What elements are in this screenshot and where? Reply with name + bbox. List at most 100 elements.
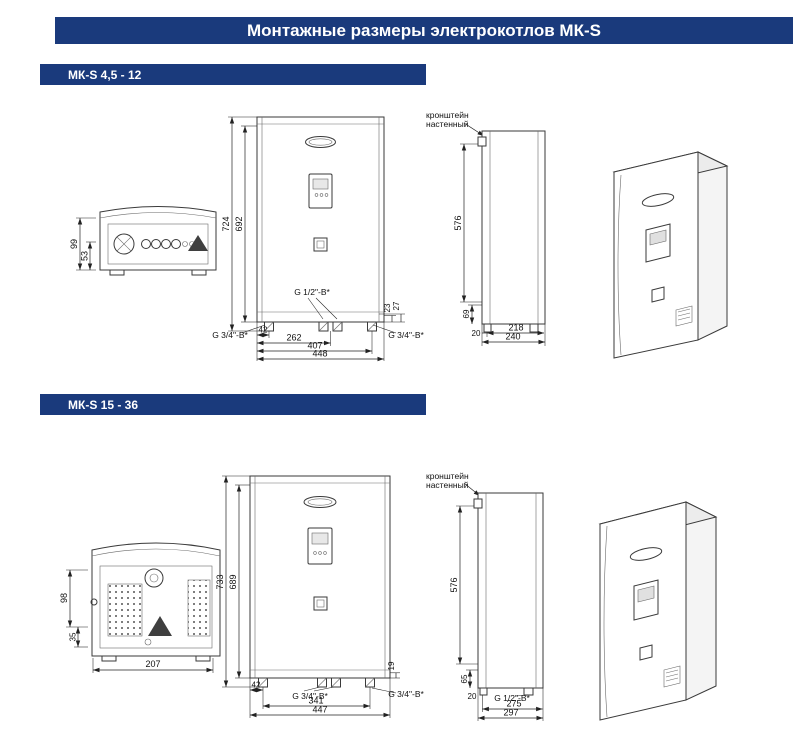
svg-text:53: 53 bbox=[80, 251, 90, 261]
boiler-front-details bbox=[303, 496, 337, 611]
warning-triangle-icon bbox=[188, 235, 208, 251]
rating-plate bbox=[313, 596, 328, 611]
dim-689: 689 bbox=[228, 484, 250, 679]
svg-text:576: 576 bbox=[453, 215, 463, 230]
fitting-label-right: G 3/4"-B* bbox=[371, 687, 424, 699]
svg-text:42: 42 bbox=[252, 681, 261, 690]
side-bottom-dims: 20 G 1/2"-B* 275 297 bbox=[468, 688, 544, 721]
svg-text:кронштейн: кронштейн bbox=[426, 471, 469, 481]
dim-35: 35 bbox=[69, 627, 88, 648]
fitting-label-mid: G 1/2"-B* bbox=[294, 287, 338, 320]
svg-text:20: 20 bbox=[468, 692, 477, 701]
boiler-side-outline bbox=[477, 130, 546, 333]
display bbox=[649, 229, 667, 246]
svg-text:692: 692 bbox=[234, 216, 244, 231]
boiler-front-details bbox=[305, 136, 336, 252]
section-header-label: МК-S 4,5 - 12 bbox=[68, 67, 142, 82]
side-bottom-dims: 20 218 240 bbox=[472, 323, 546, 346]
svg-text:447: 447 bbox=[312, 705, 327, 715]
front-view-drawing-mks-15-36: 733 689 42 341 447 G 3/4"-B* G 3/4"-B* bbox=[215, 475, 424, 718]
svg-text:724: 724 bbox=[221, 216, 231, 231]
display bbox=[312, 178, 329, 190]
brand-logo-oval bbox=[305, 136, 336, 148]
rating-plate bbox=[639, 644, 653, 661]
warning-triangle-icon bbox=[148, 616, 172, 636]
display bbox=[637, 585, 655, 603]
vent-grille bbox=[663, 665, 681, 688]
boiler-3d-details bbox=[641, 193, 693, 327]
svg-text:19: 19 bbox=[387, 661, 396, 670]
svg-text:42: 42 bbox=[259, 326, 268, 335]
terminal-panel-details bbox=[113, 233, 208, 255]
boiler-front-outline bbox=[256, 116, 385, 323]
svg-text:65: 65 bbox=[460, 674, 469, 683]
dim-53: 53 bbox=[80, 241, 96, 270]
display bbox=[311, 532, 329, 545]
dim-692: 692 bbox=[234, 125, 257, 323]
dim-207: 207 bbox=[92, 658, 214, 673]
vent-grille-right bbox=[187, 579, 211, 637]
svg-text:98: 98 bbox=[59, 593, 69, 603]
bracket-callout: кронштейн настенный bbox=[426, 471, 481, 497]
svg-text:576: 576 bbox=[449, 577, 459, 592]
svg-text:27: 27 bbox=[392, 301, 401, 310]
top-view-drawing-mks-15-36: 98 35 207 bbox=[59, 542, 221, 673]
svg-text:207: 207 bbox=[145, 659, 160, 669]
boiler-side-outline bbox=[473, 492, 544, 696]
svg-text:689: 689 bbox=[228, 574, 238, 589]
top-view-drawing-mks-4-12: 99 53 bbox=[69, 206, 217, 276]
dim-576: 576 bbox=[449, 505, 478, 665]
brand-logo-oval bbox=[641, 193, 675, 207]
underside-details bbox=[90, 568, 211, 646]
bottom-dimension-stack: 42 262 407 448 bbox=[256, 322, 385, 362]
page-title: Монтажные размеры электрокотлов МК-S bbox=[55, 17, 793, 44]
svg-text:G 3/4"-B*: G 3/4"-B* bbox=[292, 691, 328, 701]
vent-grille-left bbox=[107, 583, 143, 637]
wall-bracket bbox=[473, 498, 483, 509]
rating-plate bbox=[651, 286, 665, 303]
svg-text:262: 262 bbox=[286, 333, 301, 343]
side-view-drawing-mks-4-12: кронштейн настенный 576 69 bbox=[426, 110, 546, 346]
svg-text:G 1/2"-B*: G 1/2"-B* bbox=[294, 287, 330, 297]
svg-text:218: 218 bbox=[508, 323, 523, 333]
svg-text:275: 275 bbox=[506, 699, 521, 709]
brand-logo-oval bbox=[629, 547, 663, 561]
dim-724: 724 bbox=[221, 116, 264, 332]
drain-port bbox=[90, 598, 98, 606]
rating-plate bbox=[313, 237, 328, 252]
svg-text:G 1/2"-B*: G 1/2"-B* bbox=[494, 693, 530, 703]
svg-text:23: 23 bbox=[383, 303, 392, 312]
svg-text:G 3/4"-B*: G 3/4"-B* bbox=[388, 330, 424, 340]
svg-text:297: 297 bbox=[503, 708, 518, 718]
vent-grille bbox=[675, 305, 693, 327]
bottom-dimension-stack: 42 341 447 bbox=[249, 670, 391, 718]
fitting-label-left: G 3/4"-B* bbox=[212, 324, 266, 340]
front-view-drawing-mks-4-12: 724 692 G 1/2"-B* 42 262 407 448 bbox=[212, 116, 424, 362]
section-header-mks-4-12: МК-S 4,5 - 12 bbox=[40, 64, 426, 85]
boiler-top-outline bbox=[99, 206, 217, 276]
perspective-view-mks-4-12 bbox=[612, 151, 729, 359]
wall-bracket bbox=[477, 136, 487, 147]
control-panel bbox=[308, 173, 333, 209]
svg-text:G 3/4"-B*: G 3/4"-B* bbox=[212, 330, 248, 340]
fitting-label-mid: G 3/4"-B* bbox=[292, 686, 335, 701]
dim-23-27: 23 27 bbox=[379, 301, 405, 323]
dim-69: 69 bbox=[462, 304, 482, 324]
section-header-mks-15-36: МК-S 15 - 36 bbox=[40, 394, 426, 415]
dim-65: 65 bbox=[460, 669, 478, 688]
svg-text:настенный: настенный bbox=[426, 480, 469, 490]
boiler-front-outline bbox=[249, 475, 391, 679]
svg-text:240: 240 bbox=[505, 332, 520, 342]
dim-576: 576 bbox=[453, 143, 482, 303]
svg-text:20: 20 bbox=[472, 329, 481, 338]
svg-text:99: 99 bbox=[69, 239, 79, 249]
svg-text:35: 35 bbox=[69, 632, 78, 641]
dim-19: 19 bbox=[387, 661, 400, 679]
svg-text:кронштейн: кронштейн bbox=[426, 110, 469, 120]
svg-text:733: 733 bbox=[215, 574, 225, 589]
bottom-pipes bbox=[258, 677, 375, 688]
svg-text:407: 407 bbox=[307, 341, 322, 351]
pump-knob bbox=[144, 568, 164, 588]
boiler-3d-details bbox=[629, 547, 681, 688]
